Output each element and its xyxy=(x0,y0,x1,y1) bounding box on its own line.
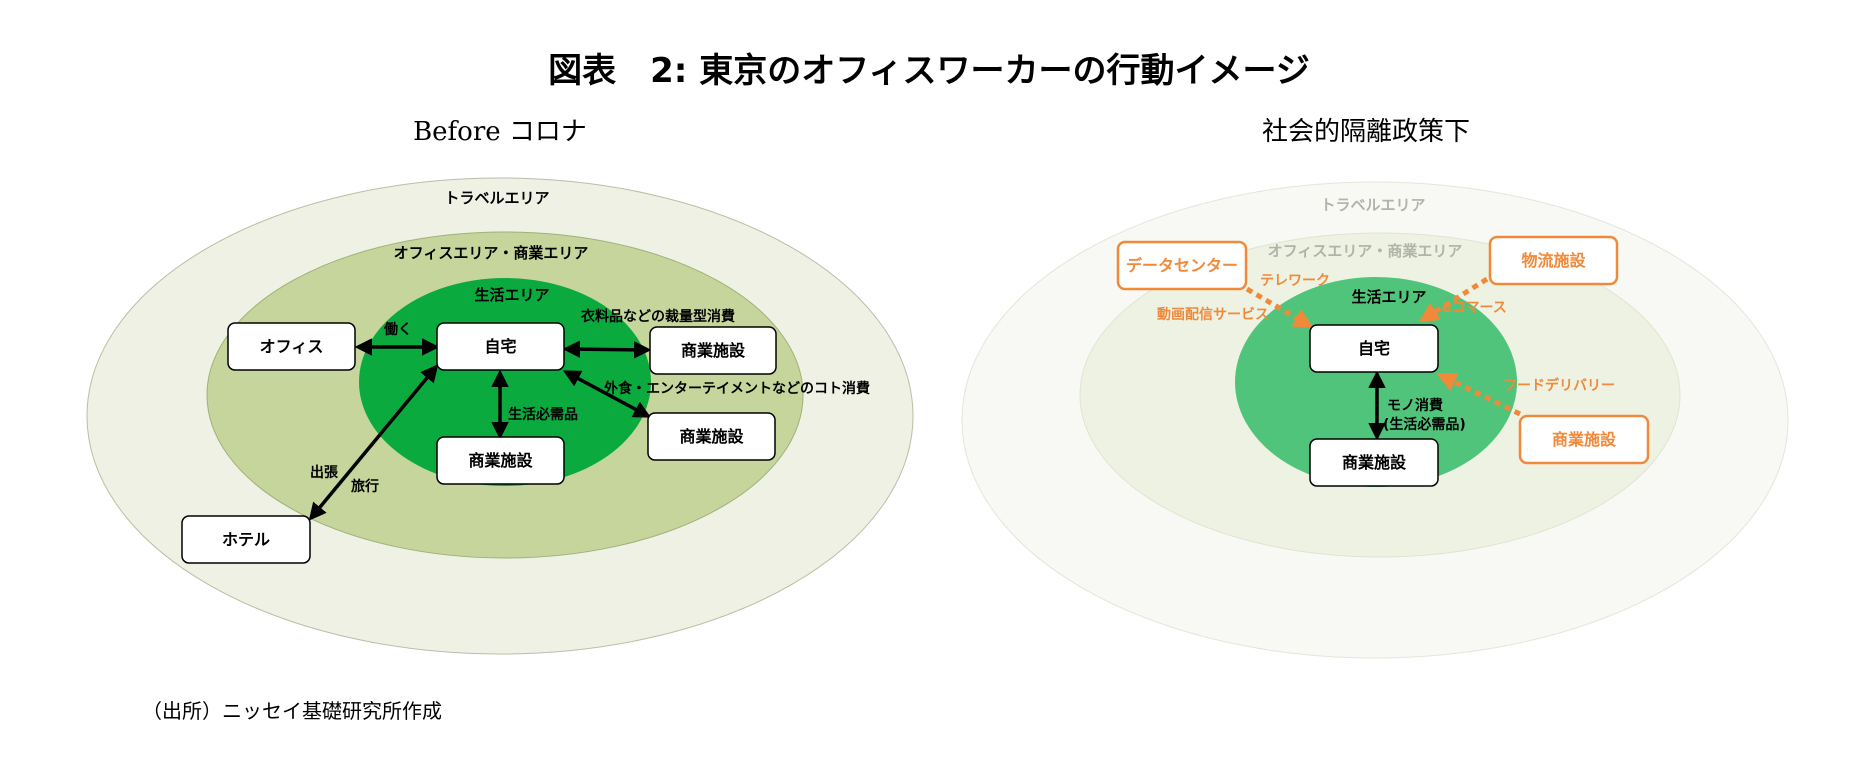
arrow-logistics-home xyxy=(1418,276,1489,323)
arrow-datacenter-home xyxy=(1245,286,1314,329)
node-shop2: 商業施設 xyxy=(436,436,565,485)
flow-goods2-label: (生活必需品) xyxy=(1383,416,1466,433)
node-office-label: オフィス xyxy=(260,337,324,356)
figure-title: 図表 2: 東京のオフィスワーカーの行動イメージ xyxy=(548,51,1310,91)
node-shop1-label: 商業施設 xyxy=(681,341,746,360)
arrow-shop-home xyxy=(1436,372,1522,417)
node-home-after-label: 自宅 xyxy=(1358,339,1390,358)
flow-trip1-label: 出張 xyxy=(310,464,339,481)
node-shop-inner-label: 商業施設 xyxy=(1342,453,1407,472)
office-area-faded-label: オフィスエリア・商業エリア xyxy=(1268,242,1463,260)
travel-area-label: トラベルエリア xyxy=(444,189,549,207)
node-logistics: 物流施設 xyxy=(1488,235,1619,286)
life-area-label: 生活エリア xyxy=(474,286,549,304)
node-home-after: 自宅 xyxy=(1309,324,1439,373)
flow-experience-label: 外食・エンターテイメントなどのコト消費 xyxy=(604,380,870,397)
flow-clothing-label: 衣料品などの裁量型消費 xyxy=(581,308,735,325)
node-shop-outer-label: 商業施設 xyxy=(1552,430,1617,449)
arrow-home-hotel xyxy=(308,364,439,521)
life-area-after-label: 生活エリア xyxy=(1351,288,1426,306)
flow-ecommerce-label: eコマース xyxy=(1442,300,1507,316)
node-datacenter: データセンター xyxy=(1116,240,1248,291)
node-shop2-label: 商業施設 xyxy=(468,451,533,470)
flow-food-delivery-label: フードデリバリー xyxy=(1503,377,1615,394)
office-area-label: オフィスエリア・商業エリア xyxy=(394,244,589,262)
before-panel: Before コロナ トラベルエリア オフィスエリア・商業エリア 生活エリア 働… xyxy=(86,117,914,655)
source-note: （出所）ニッセイ基礎研究所作成 xyxy=(142,699,442,723)
node-logistics-label: 物流施設 xyxy=(1521,251,1586,270)
flow-trip2-label: 旅行 xyxy=(351,478,379,495)
after-panel: 社会的隔離政策下 トラベルエリア オフィスエリア・商業エリア 生活エリア モノ消… xyxy=(961,117,1789,659)
flow-telework-label: テレワーク xyxy=(1260,273,1330,289)
node-shop-inner: 商業施設 xyxy=(1309,438,1439,487)
node-hotel: ホテル xyxy=(181,515,311,564)
node-shop3: 商業施設 xyxy=(647,412,776,461)
node-home: 自宅 xyxy=(436,322,565,371)
node-hotel-label: ホテル xyxy=(222,530,270,549)
flow-goods1-label: モノ消費 xyxy=(1387,397,1443,414)
flow-necessities-label: 生活必需品 xyxy=(508,406,578,423)
node-office: オフィス xyxy=(227,322,356,371)
arrow-home-shop3 xyxy=(562,370,652,418)
node-home-label: 自宅 xyxy=(484,337,516,356)
node-datacenter-label: データセンター xyxy=(1126,256,1238,275)
flow-work-label: 働く xyxy=(383,321,412,338)
node-shop1: 商業施設 xyxy=(649,326,777,375)
travel-area-faded-label: トラベルエリア xyxy=(1320,196,1425,214)
arrow-home-shop1 xyxy=(562,340,652,359)
flow-streaming-label: 動画配信サービス xyxy=(1157,306,1269,323)
before-heading: Before コロナ xyxy=(413,117,587,147)
node-shop-outer: 商業施設 xyxy=(1518,414,1650,465)
node-shop3-label: 商業施設 xyxy=(679,427,744,446)
after-heading: 社会的隔離政策下 xyxy=(1262,117,1470,147)
